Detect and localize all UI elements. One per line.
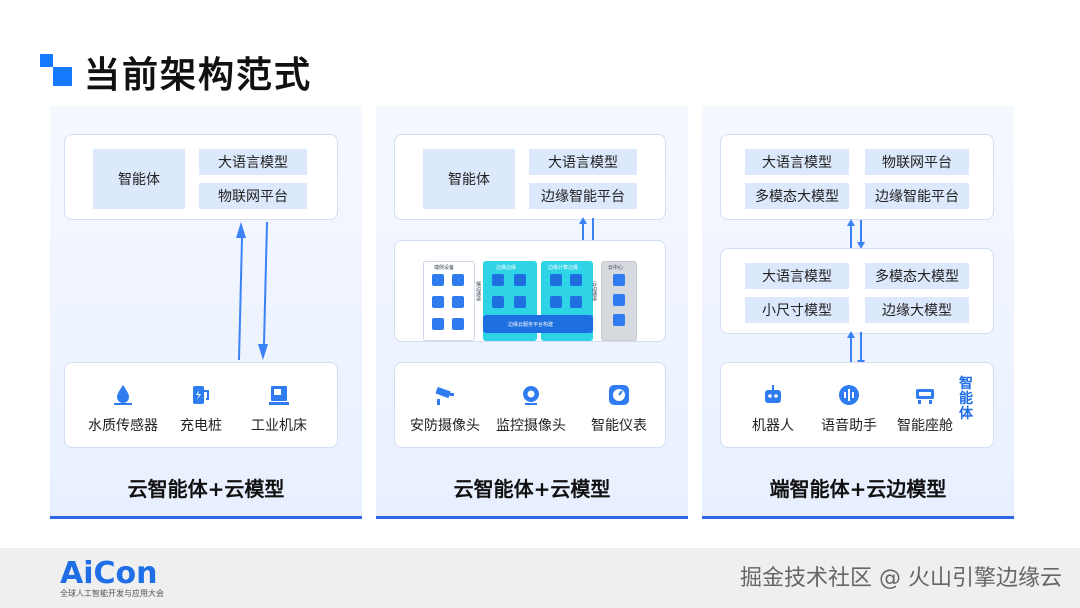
monitor-camera-icon	[517, 381, 545, 409]
security-camera-icon	[431, 381, 459, 409]
agent-chip: 智能体	[93, 149, 185, 209]
edge-diagram-box: 端侧设备 端边通道 边缘边缘 边缘计算边缘 边缘云服务平台构建 云边通道	[394, 240, 666, 342]
voice-assistant-icon	[835, 381, 863, 409]
column-edge-agent-cloud-edge-model: 大语言模型 物联网平台 多模态大模型 边缘智能平台 大语言模型 多模态大模型 小…	[702, 106, 1014, 519]
cloud-box: 大语言模型 物联网平台 多模态大模型 边缘智能平台	[720, 134, 994, 220]
column-footer: 端智能体+云边模型	[769, 477, 947, 501]
column-cloud-agent-cloud-model: 智能体 大语言模型 物联网平台 水质传感器 充电桩 工业机床 云智能体+云模型	[50, 106, 362, 519]
cloud-center-panel: 云中心	[601, 261, 637, 341]
llm-chip: 大语言模型	[199, 149, 307, 175]
charging-station-icon	[187, 381, 215, 409]
multimodal-model-chip: 多模态大模型	[745, 183, 849, 209]
logo-subtitle: 全球人工智能开发与应用大会	[60, 589, 164, 598]
smart-meter-icon	[605, 381, 633, 409]
llm-chip: 大语言模型	[745, 263, 849, 289]
water-drop-icon	[109, 381, 137, 409]
devices-box: 水质传感器 充电桩 工业机床	[64, 362, 338, 448]
device-water-sensor: 水质传感器	[83, 381, 163, 435]
machine-tool-icon	[265, 381, 293, 409]
aicon-logo: AiCon	[60, 556, 158, 591]
agent-chip: 智能体	[423, 149, 515, 209]
multimodal-model-chip: 多模态大模型	[865, 263, 969, 289]
edge-panel: 边缘边缘	[483, 261, 537, 341]
edge-cloud-bar: 边缘云服务平台构建	[483, 315, 593, 333]
devices-box: 机器人 语音助手 智能座舱 智能体	[720, 362, 994, 448]
up-down-arrows	[847, 219, 865, 249]
edge-box: 大语言模型 多模态大模型 小尺寸模型 边缘大模型	[720, 248, 994, 334]
llm-chip: 大语言模型	[529, 149, 637, 175]
device-security-camera: 安防摄像头	[405, 381, 485, 435]
watermark: 掘金技术社区 @ 火山引擎边缘云	[740, 566, 1062, 591]
device-voice-assistant: 语音助手	[809, 381, 889, 435]
iot-platform-chip: 物联网平台	[865, 149, 969, 175]
small-model-chip: 小尺寸模型	[745, 297, 849, 323]
edge-platform-chip: 边缘智能平台	[865, 183, 969, 209]
device-machine-tool: 工业机床	[239, 381, 319, 435]
device-monitor-camera: 监控摄像头	[491, 381, 571, 435]
llm-chip: 大语言模型	[745, 149, 849, 175]
devices-box: 安防摄像头 监控摄像头 智能仪表	[394, 362, 666, 448]
device-panel: 端侧设备	[423, 261, 475, 341]
device-charging-pile: 充电桩	[161, 381, 241, 435]
page-title: 当前架构范式	[84, 55, 313, 96]
device-smart-meter: 智能仪表	[579, 381, 659, 435]
agent-side-label: 智能体	[959, 376, 973, 422]
column-cloud-agent-cloud-model-edge: 智能体 大语言模型 边缘智能平台 端侧设备 端边通道 边缘边缘 边缘	[376, 106, 688, 519]
edge-architecture-diagram: 端侧设备 端边通道 边缘边缘 边缘计算边缘 边缘云服务平台构建 云边通道	[423, 261, 663, 341]
cloud-box: 智能体 大语言模型 边缘智能平台	[394, 134, 666, 220]
up-down-arrows	[579, 217, 597, 251]
footer-bar	[0, 548, 1080, 608]
column-footer: 云智能体+云模型	[127, 477, 285, 501]
title-bullet-icon	[40, 54, 72, 86]
up-down-arrows	[847, 331, 865, 367]
robot-icon	[759, 381, 787, 409]
edge-platform-chip: 边缘智能平台	[529, 183, 637, 209]
smart-cockpit-icon	[911, 381, 939, 409]
iot-platform-chip: 物联网平台	[199, 183, 307, 209]
up-down-arrows	[236, 222, 268, 360]
column-footer: 云智能体+云模型	[453, 477, 611, 501]
device-robot: 机器人	[733, 381, 813, 435]
device-smart-cockpit: 智能座舱	[885, 381, 965, 435]
cloud-box: 智能体 大语言模型 物联网平台	[64, 134, 338, 220]
edge-large-model-chip: 边缘大模型	[865, 297, 969, 323]
